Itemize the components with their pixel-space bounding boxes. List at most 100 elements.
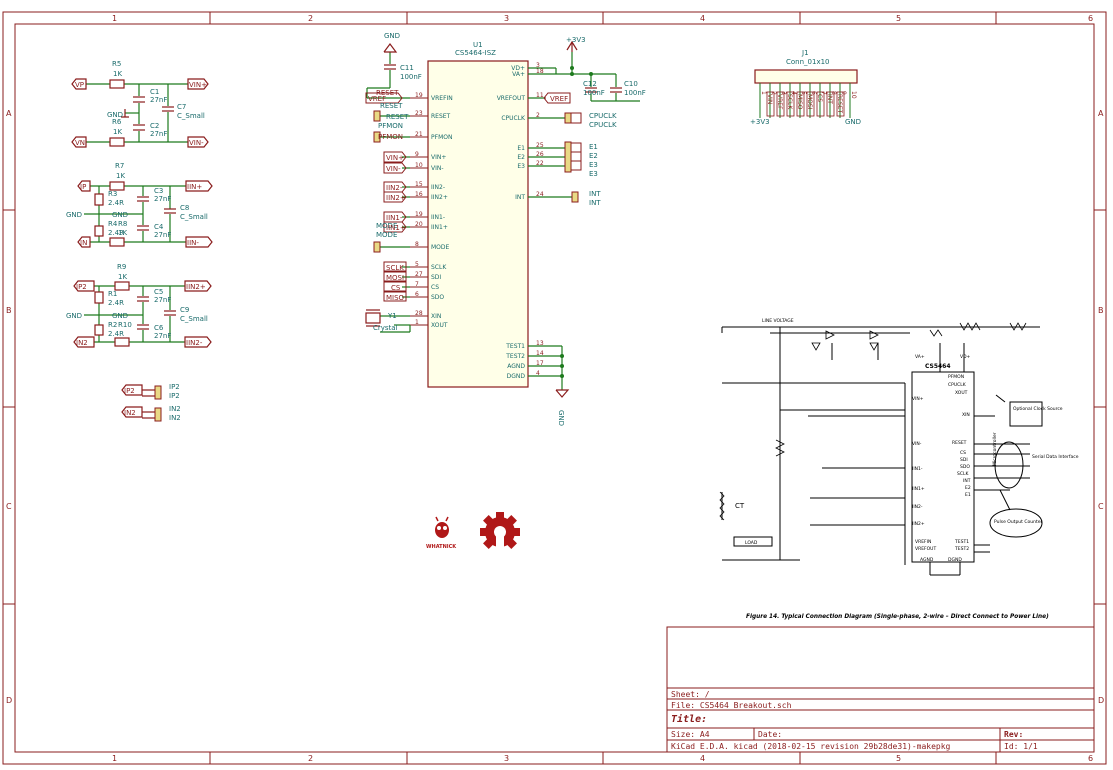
u1-pin-number: 11 (536, 92, 544, 99)
c10-ref: C10 (624, 80, 638, 88)
c1-value: 27nF (150, 96, 167, 104)
ref-io: CS (960, 450, 966, 456)
u1-pin-number: 24 (536, 191, 544, 198)
u1-pin-name: VA+ (512, 71, 525, 78)
j1-net-label: VIN (766, 94, 773, 104)
ref-in: IIN1+ (912, 486, 925, 492)
u1-pin-name: SDO (431, 294, 444, 301)
tb-id: Id: 1/1 (1004, 742, 1038, 751)
sheet-frame (2, 11, 1107, 765)
j1-ref: J1 (801, 49, 809, 57)
ref-top: VA+ (915, 354, 925, 360)
u1-pin-name: IIN1- (431, 214, 445, 221)
int-jumper2: INT (589, 199, 601, 207)
logo-text: WHATNICK (426, 544, 457, 550)
u1-pin-number: 21 (415, 131, 423, 138)
col-label: 1 (112, 14, 117, 23)
tb-size: Size: A4 (671, 730, 710, 739)
u1-pin-number: 7 (415, 281, 419, 288)
cpuclk-jumper-label2: CPUCLK (589, 121, 617, 129)
net-miso: MISO (386, 294, 405, 302)
c6-ref: C6 (154, 324, 164, 332)
ref-vrefout: VREFOUT (915, 546, 936, 552)
u1-pin-number: 16 (415, 191, 423, 198)
ref-ct: CT (735, 502, 745, 510)
ref-counter: Pulse Output Counter (994, 519, 1042, 525)
r4-ref: R4 (108, 220, 118, 228)
u1-pin-name: SCLK (431, 264, 447, 271)
r2-value: 2.4R (108, 330, 124, 338)
e1-jumper: E1 (589, 143, 598, 151)
u1-pin-number: 10 (415, 162, 423, 169)
net-pfmon: PFMON (378, 133, 403, 141)
u1-pin-name: E3 (517, 163, 525, 170)
j1-pin-number: 2 (770, 91, 777, 95)
ref-io: SDO (960, 464, 970, 470)
ref-clock: Optional Clock Source (1013, 406, 1063, 412)
ref-micro: Microcontroller (992, 432, 998, 466)
u1-pin-name: E2 (517, 154, 525, 161)
u1-pin-number: 5 (415, 261, 419, 268)
j1-pin-number: 7 (820, 91, 827, 95)
u1-value: CS5464-ISZ (455, 49, 496, 57)
j1-net-box (776, 91, 785, 117)
reset-jumper-label: RESET (380, 102, 403, 110)
ref-in: IIN2+ (912, 521, 925, 527)
j1-net-label: MISO (796, 94, 803, 110)
u1-pin-number: 18 (536, 68, 544, 75)
r5-ref: R5 (112, 60, 121, 68)
u1-pin-number: 9 (415, 151, 419, 158)
j1-net-box (836, 91, 845, 117)
mode-jumper-label: MODE (376, 222, 397, 230)
jumper-ref: IN2 (169, 405, 181, 413)
net-in2: IN2 (76, 339, 88, 347)
u1-pin-name: DGND (507, 373, 526, 380)
ref-agnd: AGND (920, 557, 934, 563)
ref-chip: CS5464 (925, 363, 951, 370)
u1-pin-name: CS (431, 284, 439, 291)
frame-labels: 1 2 3 4 5 6 1 2 3 4 5 6 A B C D A B C D (6, 14, 1104, 763)
net-in: IN (80, 239, 87, 247)
u1-pin-number: 4 (536, 370, 540, 377)
row-label: B (1098, 306, 1104, 315)
net-iin1n-u1: IIN1- (386, 214, 403, 222)
c6-value: 27nF (154, 332, 171, 340)
row-label: A (1098, 109, 1104, 118)
ref-test1: TEST1 (954, 539, 969, 545)
row-label: D (1098, 696, 1104, 705)
ref-vrefin: VREFIN (915, 539, 931, 545)
c9-value: C_Small (180, 315, 208, 323)
r6-value: 1K (113, 128, 122, 136)
row-label: C (6, 502, 12, 511)
j1-net-box (796, 91, 805, 117)
pfmon-jumper-label: PFMON (378, 122, 403, 130)
reference-figure: CS5464 LINE VOLTAGE CT LOAD Optional Clo… (719, 318, 1079, 620)
r8-value: 1K (118, 229, 127, 237)
j1-net-box (816, 91, 825, 117)
net-ip2-jumper: IP2 (124, 387, 135, 395)
jumper-value: IP2 (169, 392, 180, 400)
jumper-ref: IP2 (169, 383, 180, 391)
c8-value: C_Small (180, 213, 208, 221)
col-label: 1 (112, 754, 117, 763)
int-jumper: INT (589, 190, 601, 198)
j1-net-label: VREF (776, 94, 783, 110)
net-iin2p-u1: IIN2+ (386, 194, 406, 202)
col-label: 3 (504, 14, 509, 23)
r1-value: 2.4R (108, 299, 124, 307)
ref-in: VIN+ (912, 396, 924, 402)
net-reset: RESET (376, 89, 399, 97)
net-vn: VN (75, 139, 85, 147)
u1-pin-name: VREFIN (431, 95, 453, 102)
u1-pin-name: TEST2 (505, 353, 525, 360)
col-label: 6 (1088, 14, 1093, 23)
u1-pin-name: VREFOUT (497, 95, 526, 102)
ref-top: CPUCLK (948, 382, 967, 388)
net-iin2p: IIN2+ (186, 283, 206, 291)
c2-ref: C2 (150, 122, 159, 130)
e3-jumper: E3 (589, 161, 598, 169)
c3-value: 27nF (154, 195, 171, 203)
col-label: 3 (504, 754, 509, 763)
